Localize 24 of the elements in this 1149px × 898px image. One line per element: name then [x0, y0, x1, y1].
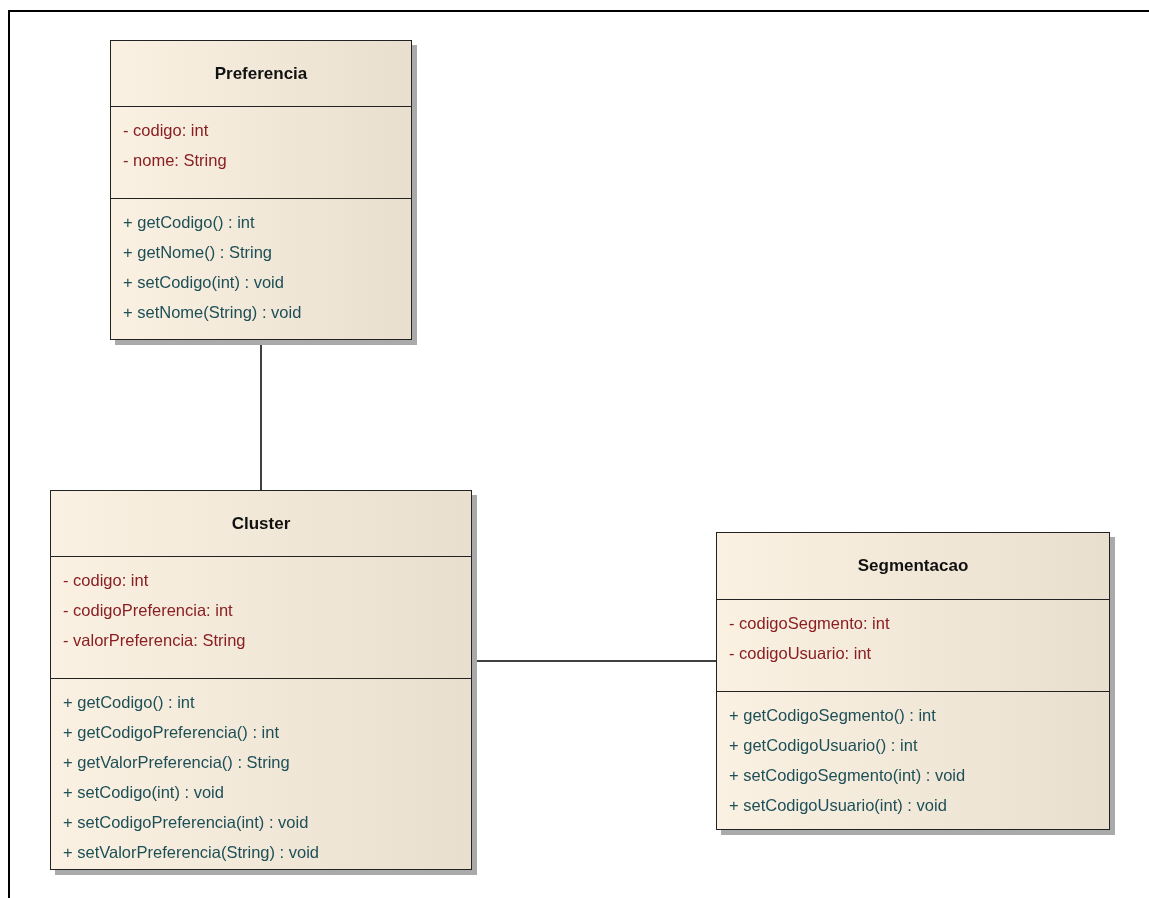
operation-text: + setCodigoPreferencia(int) : void — [63, 812, 310, 833]
operation-text: + getNome() : String — [123, 242, 273, 263]
attribute-text: - nome: String — [123, 150, 228, 171]
class-name: Segmentacao — [856, 556, 970, 576]
attribute-text: - valorPreferencia: String — [63, 630, 247, 651]
operation-text: + setCodigo(int) : void — [63, 782, 225, 803]
operation-text: + setCodigoSegmento(int) : void — [729, 765, 967, 786]
attribute-text: - codigo: int — [63, 570, 150, 591]
operation-text: + getCodigo() : int — [123, 212, 256, 233]
class-name: Preferencia — [213, 63, 309, 84]
attribute-text: - codigoPreferencia: int — [63, 600, 234, 621]
operation-text: + getCodigoPreferencia() : int — [63, 722, 280, 743]
operation-text: + setCodigoUsuario(int) : void — [729, 795, 948, 816]
operation-text: + getCodigo() : int — [63, 692, 196, 713]
class-name: Cluster — [230, 513, 292, 534]
attribute-text: - codigoSegmento: int — [729, 613, 891, 634]
operation-text: + setCodigo(int) : void — [123, 272, 285, 293]
operation-text: + setValorPreferencia(String) : void — [63, 842, 321, 863]
operation-text: + getCodigoSegmento() : int — [729, 705, 937, 726]
operation-text: + getCodigoUsuario() : int — [729, 735, 919, 756]
operation-text: + setNome(String) : void — [123, 302, 303, 323]
attribute-text: - codigoUsuario: int — [729, 643, 873, 664]
operation-text: + getValorPreferencia() : String — [63, 752, 291, 773]
attribute-text: - codigo: int — [123, 120, 210, 141]
